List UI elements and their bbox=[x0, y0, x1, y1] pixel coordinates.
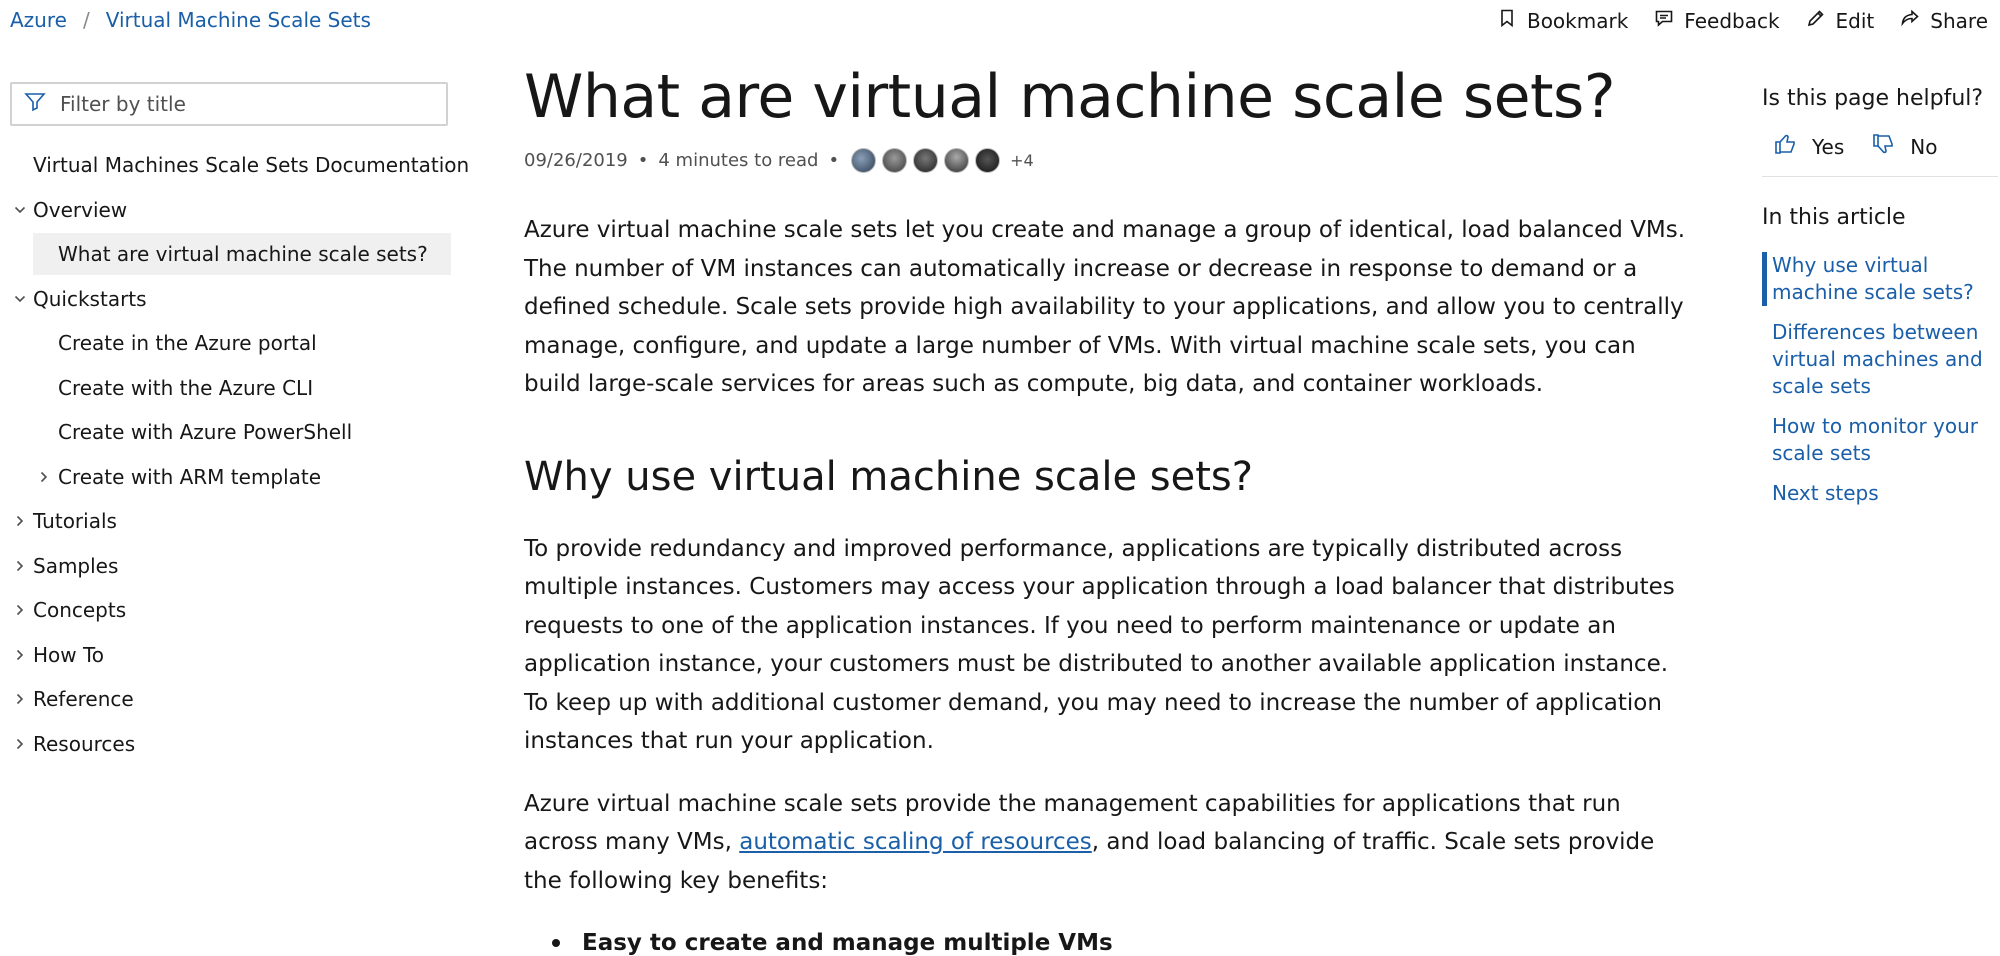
thumbs-down-icon bbox=[1872, 133, 1896, 160]
table-of-contents: Why use virtual machine scale sets? Diff… bbox=[1762, 252, 2000, 507]
bullet-icon bbox=[552, 939, 560, 947]
chevron-right-icon[interactable] bbox=[14, 693, 26, 705]
right-rail: Is this page helpful? Yes No In this art… bbox=[1762, 86, 2000, 520]
edit-button[interactable]: Edit bbox=[1806, 8, 1874, 33]
avatar[interactable] bbox=[882, 148, 908, 173]
meta-separator: • bbox=[828, 150, 840, 171]
breadcrumb: Azure / Virtual Machine Scale Sets bbox=[10, 8, 371, 32]
selected-highlight bbox=[33, 233, 451, 275]
feedback-button[interactable]: Feedback bbox=[1654, 8, 1780, 33]
intro-paragraph: Azure virtual machine scale sets let you… bbox=[524, 217, 1686, 397]
toc-item-differences[interactable]: Differences between virtual machines and… bbox=[1772, 320, 1983, 398]
vote-buttons: Yes No bbox=[1774, 133, 2000, 160]
share-icon bbox=[1900, 8, 1920, 33]
section-heading: Why use virtual machine scale sets? bbox=[524, 453, 1254, 500]
contributors bbox=[851, 148, 1001, 173]
page-actions: Bookmark Feedback Edit Share bbox=[1497, 8, 1988, 33]
breadcrumb-vmss[interactable]: Virtual Machine Scale Sets bbox=[105, 8, 371, 32]
chevron-right-icon[interactable] bbox=[14, 515, 26, 527]
divider bbox=[1762, 176, 1998, 177]
paragraph: To provide redundancy and improved perfo… bbox=[524, 535, 1675, 755]
chevron-right-icon[interactable] bbox=[14, 738, 26, 750]
bookmark-icon bbox=[1497, 8, 1517, 33]
thumbs-up-icon bbox=[1774, 133, 1798, 160]
article-date: 09/26/2019 bbox=[524, 150, 628, 171]
no-button[interactable]: No bbox=[1872, 133, 1938, 160]
sidebar-item-documentation[interactable]: Virtual Machines Scale Sets Documentatio… bbox=[33, 153, 470, 178]
filter-icon bbox=[12, 91, 46, 117]
sidebar-item-concepts[interactable]: Concepts bbox=[0, 588, 460, 633]
pencil-icon bbox=[1806, 8, 1826, 33]
avatar[interactable] bbox=[851, 148, 877, 173]
breadcrumb-azure[interactable]: Azure bbox=[10, 8, 67, 32]
avatar[interactable] bbox=[913, 148, 939, 173]
article-meta: 09/26/2019 • 4 minutes to read • +4 bbox=[524, 148, 1694, 173]
chevron-right-icon[interactable] bbox=[14, 560, 26, 572]
sidebar-nav: Virtual Machines Scale Sets Documentatio… bbox=[0, 143, 470, 767]
filter-box bbox=[10, 82, 448, 126]
read-time: 4 minutes to read bbox=[658, 150, 819, 171]
toc-item-next-steps[interactable]: Next steps bbox=[1772, 481, 1879, 505]
helpful-title: Is this page helpful? bbox=[1762, 86, 1984, 111]
yes-button[interactable]: Yes bbox=[1774, 133, 1844, 160]
meta-separator: • bbox=[637, 150, 649, 171]
chevron-right-icon[interactable] bbox=[14, 649, 26, 661]
chevron-right-icon[interactable] bbox=[38, 471, 50, 483]
list-item: Easy to create and manage multiple VMs bbox=[524, 930, 1694, 956]
sidebar-item-create-cli[interactable]: Create with the Azure CLI bbox=[58, 375, 314, 400]
chevron-right-icon[interactable] bbox=[14, 604, 26, 616]
autoscale-link[interactable]: automatic scaling of resources bbox=[739, 829, 1092, 855]
sidebar-item-how-to[interactable]: How To bbox=[0, 633, 460, 678]
sidebar-item-tutorials[interactable]: Tutorials bbox=[0, 499, 460, 544]
bookmark-button[interactable]: Bookmark bbox=[1497, 8, 1628, 33]
toc-title: In this article bbox=[1762, 205, 1906, 230]
sidebar-item-create-arm[interactable]: Create with ARM template bbox=[0, 455, 460, 500]
sidebar-item-resources[interactable]: Resources bbox=[0, 722, 460, 767]
sidebar-item-create-portal[interactable]: Create in the Azure portal bbox=[58, 331, 317, 356]
toc-item-monitor[interactable]: How to monitor your scale sets bbox=[1772, 414, 1979, 465]
sidebar-item-what-are-vmss[interactable]: What are virtual machine scale sets? bbox=[0, 232, 460, 277]
avatar[interactable] bbox=[975, 148, 1001, 173]
contributors-more[interactable]: +4 bbox=[1010, 151, 1034, 170]
sidebar-item-samples[interactable]: Samples bbox=[0, 544, 460, 589]
filter-input[interactable] bbox=[58, 91, 442, 117]
feedback-icon bbox=[1654, 8, 1674, 33]
sidebar-item-create-powershell[interactable]: Create with Azure PowerShell bbox=[58, 420, 353, 445]
avatar[interactable] bbox=[944, 148, 970, 173]
toc-item-why-use[interactable]: Why use virtual machine scale sets? bbox=[1762, 252, 2000, 306]
chevron-down-icon[interactable] bbox=[14, 204, 26, 216]
paragraph: Azure virtual machine scale sets provide… bbox=[524, 790, 1655, 894]
chevron-down-icon[interactable] bbox=[14, 293, 26, 305]
share-button[interactable]: Share bbox=[1900, 8, 1988, 33]
breadcrumb-separator: / bbox=[82, 8, 90, 32]
sidebar-item-overview[interactable]: Overview bbox=[0, 188, 460, 233]
sidebar-item-reference[interactable]: Reference bbox=[0, 677, 460, 722]
page-title: What are virtual machine scale sets? bbox=[524, 62, 1616, 132]
article: What are virtual machine scale sets? 09/… bbox=[524, 64, 1694, 956]
sidebar-item-quickstarts[interactable]: Quickstarts bbox=[0, 277, 460, 322]
